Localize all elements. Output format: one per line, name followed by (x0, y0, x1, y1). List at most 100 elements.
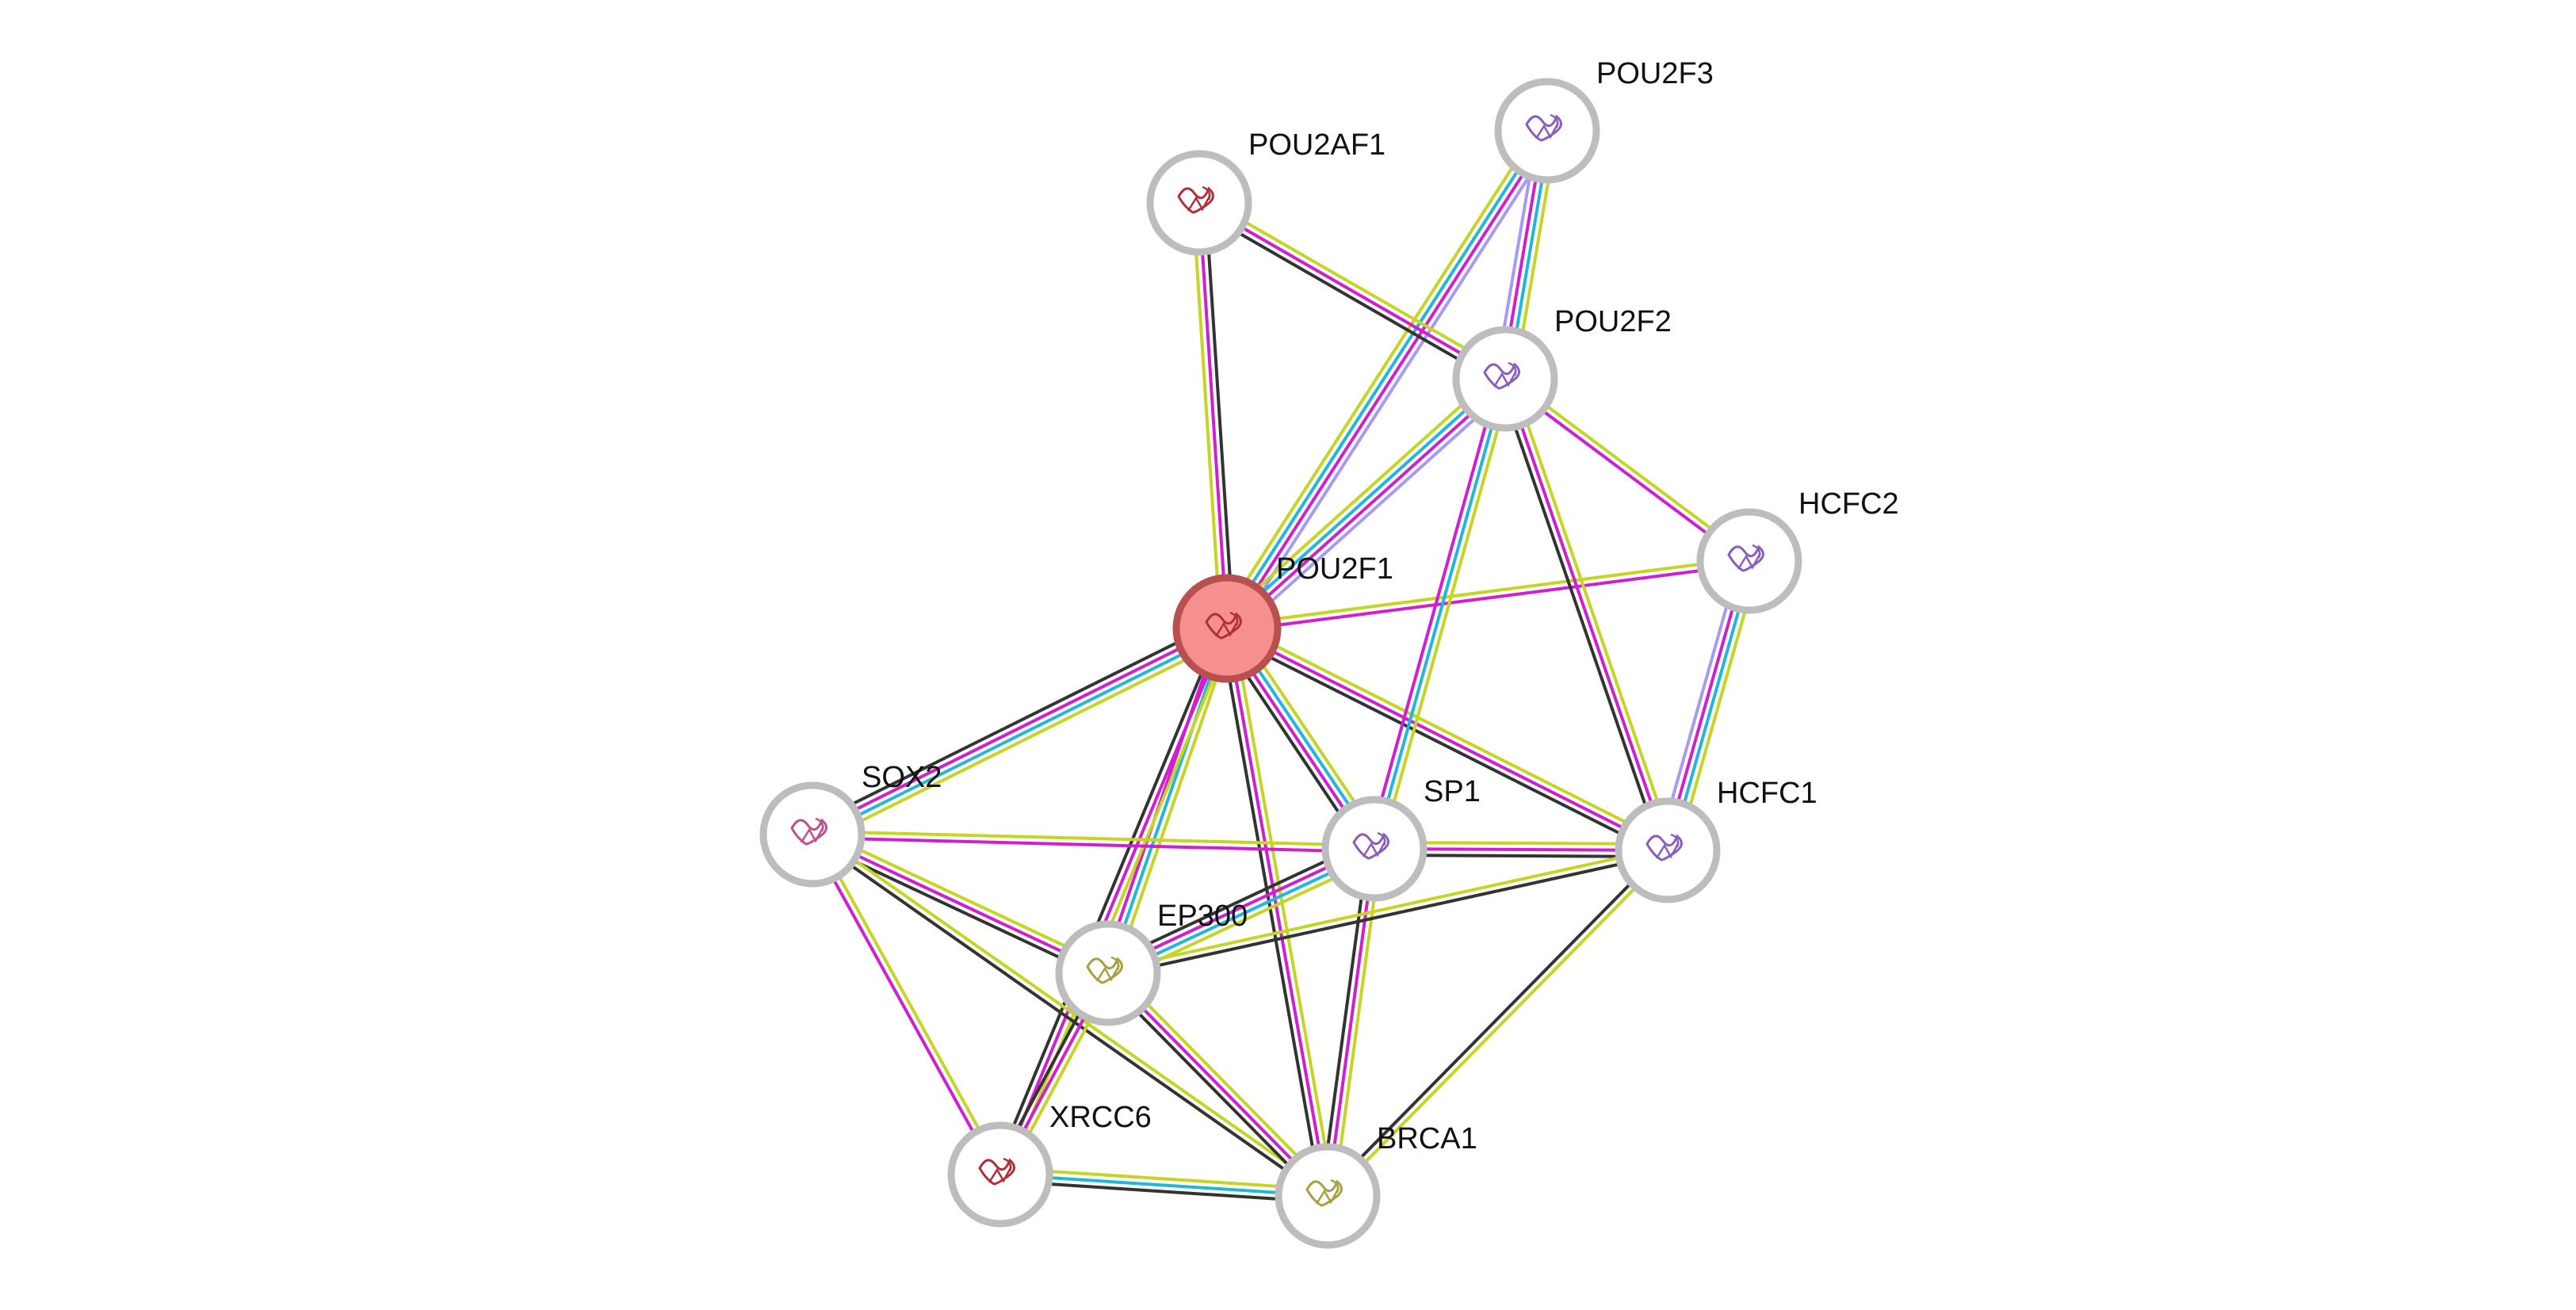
node-label: XRCC6 (1049, 1101, 1152, 1134)
edge-channel-textmining (814, 827, 1112, 969)
edge-hcfc1-brca1[interactable] (1324, 846, 1672, 1200)
node-pou2af1[interactable]: POU2AF1 (1146, 128, 1385, 256)
protein-structure-olive-icon (1086, 956, 1123, 984)
edge-pou2f1-pou2af1[interactable] (1191, 202, 1235, 629)
edge-sp1-brca1[interactable] (1320, 847, 1382, 1197)
node-ep300[interactable]: EP300 (1055, 899, 1248, 1026)
edge-channel-textmining (1328, 851, 1672, 1200)
protein-structure-red-icon (1177, 185, 1214, 214)
edge-channel-experiments (999, 628, 1229, 1175)
edge-pou2f1-brca1[interactable] (1219, 627, 1336, 1197)
node-label: HCFC1 (1717, 777, 1817, 810)
edge-pou2f1-pou2f3[interactable] (1217, 124, 1557, 635)
edge-channel-textmining (1191, 203, 1223, 629)
edge-channel-experiments (1366, 376, 1501, 848)
edge-xrcc6-brca1[interactable] (999, 1167, 1328, 1204)
edge-channel-textmining (1378, 380, 1513, 851)
edge-channel-coexpression (1195, 207, 1504, 386)
edge-pou2f1-hcfc1[interactable] (1223, 621, 1672, 857)
edge-channel-textmining (1332, 849, 1382, 1197)
node-label: EP300 (1157, 899, 1248, 933)
node-pou2f3[interactable]: POU2F3 (1494, 57, 1714, 184)
edge-channel-coexpression (1223, 632, 1666, 857)
edge-channel-textmining (1106, 846, 1668, 972)
node-label: POU2F1 (1276, 552, 1393, 586)
edge-channel-experiments (812, 835, 1374, 854)
edge-channel-coexpression (1108, 851, 1669, 978)
node-hcfc1[interactable]: HCFC1 (1615, 777, 1817, 903)
edge-channel-textmining (816, 635, 1233, 845)
edge-sox2-brca1[interactable] (809, 831, 1331, 1200)
edge-channel-experiments (1504, 378, 1669, 851)
edge-pou2f1-hcfc2[interactable] (1226, 556, 1750, 633)
edge-channel-coexpression (1324, 846, 1667, 1195)
edge-channel-textmining (1219, 370, 1500, 623)
node-label: POU2F3 (1596, 57, 1714, 90)
edge-channel-coexpression (809, 835, 1327, 1200)
node-label: HCFC2 (1798, 487, 1899, 521)
edge-pou2af1-pou2f2[interactable] (1195, 196, 1509, 386)
edge-channel-textmining (1201, 196, 1509, 375)
node-hcfc2[interactable]: HCFC2 (1696, 487, 1899, 614)
node-label: POU2F2 (1554, 305, 1672, 338)
edge-channel-coexpression (1203, 202, 1235, 628)
edge-pou2f2-hcfc1[interactable] (1497, 376, 1676, 854)
edge-channel-database (1373, 378, 1507, 850)
edge-channel-coexpression (807, 618, 1224, 828)
edge-channel-coexpression (1320, 847, 1370, 1196)
protein-structure-purple-icon (1483, 361, 1520, 390)
edge-pou2f2-sp1[interactable] (1366, 376, 1513, 851)
node-brca1[interactable]: BRCA1 (1275, 1122, 1477, 1249)
node-sox2[interactable]: SOX2 (759, 761, 942, 888)
edge-channel-database (812, 629, 1229, 839)
protein-structure-purple-icon (1727, 544, 1764, 572)
edge-channel-textmining (813, 831, 1331, 1195)
edge-channel-coexpression (992, 625, 1223, 1173)
edge-pou2f1-xrcc6[interactable] (992, 625, 1235, 1178)
edge-channel-textmining (1217, 124, 1541, 624)
edge-channel-database (1222, 128, 1546, 628)
edge-sox2-xrcc6[interactable] (808, 832, 1005, 1177)
node-label: SP1 (1424, 775, 1481, 808)
edge-channel-textmining (1226, 556, 1749, 628)
node-label: BRCA1 (1377, 1122, 1477, 1155)
edge-channel-experiments (1226, 627, 1668, 852)
protein-structure-red-icon (978, 1157, 1015, 1186)
edge-channel-coexpression (1219, 629, 1324, 1197)
edge-channel-textmining (1000, 1167, 1328, 1192)
edge-channel-experiments (1227, 562, 1750, 633)
edge-channel-textmining (812, 830, 1375, 848)
edge-channel-homology (1232, 384, 1513, 637)
node-label: SOX2 (862, 761, 942, 794)
edge-channel-experiments (1225, 628, 1329, 1197)
edge-pou2f1-pou2f2[interactable] (1219, 370, 1513, 637)
edge-channel-textmining (1509, 376, 1676, 850)
protein-structure-purple-icon (1352, 831, 1389, 860)
edge-pou2f1-sox2[interactable] (807, 618, 1233, 845)
edge-channel-textmining (1112, 629, 1235, 976)
edge-channel-experiments (1228, 380, 1509, 632)
node-pou2f1[interactable]: POU2F1 (1172, 552, 1393, 683)
node-sp1[interactable]: SP1 (1321, 775, 1481, 902)
edge-channel-database (999, 1173, 1328, 1197)
edge-channel-coexpression (1497, 380, 1664, 854)
edge-channel-textmining (813, 832, 1005, 1174)
edge-channel-experiments (1228, 132, 1552, 632)
node-label: POU2AF1 (1248, 128, 1385, 162)
node-xrcc6[interactable]: XRCC6 (947, 1101, 1152, 1228)
edge-channel-experiments (810, 624, 1227, 834)
edge-channel-textmining (1004, 630, 1235, 1178)
edge-channel-experiments (1326, 848, 1376, 1197)
edge-sox2-sp1[interactable] (812, 830, 1375, 854)
edge-channel-textmining (1229, 621, 1672, 846)
edge-channel-database (1106, 628, 1229, 974)
edges-layer (807, 124, 1760, 1204)
edge-ep300-hcfc1[interactable] (1106, 846, 1669, 978)
node-pou2f2[interactable]: POU2F2 (1452, 305, 1672, 432)
edge-channel-experiments (808, 835, 999, 1177)
edge-channel-coexpression (999, 1178, 1328, 1204)
protein-structure-red-icon (1205, 611, 1242, 640)
edge-channel-experiments (1198, 202, 1229, 629)
